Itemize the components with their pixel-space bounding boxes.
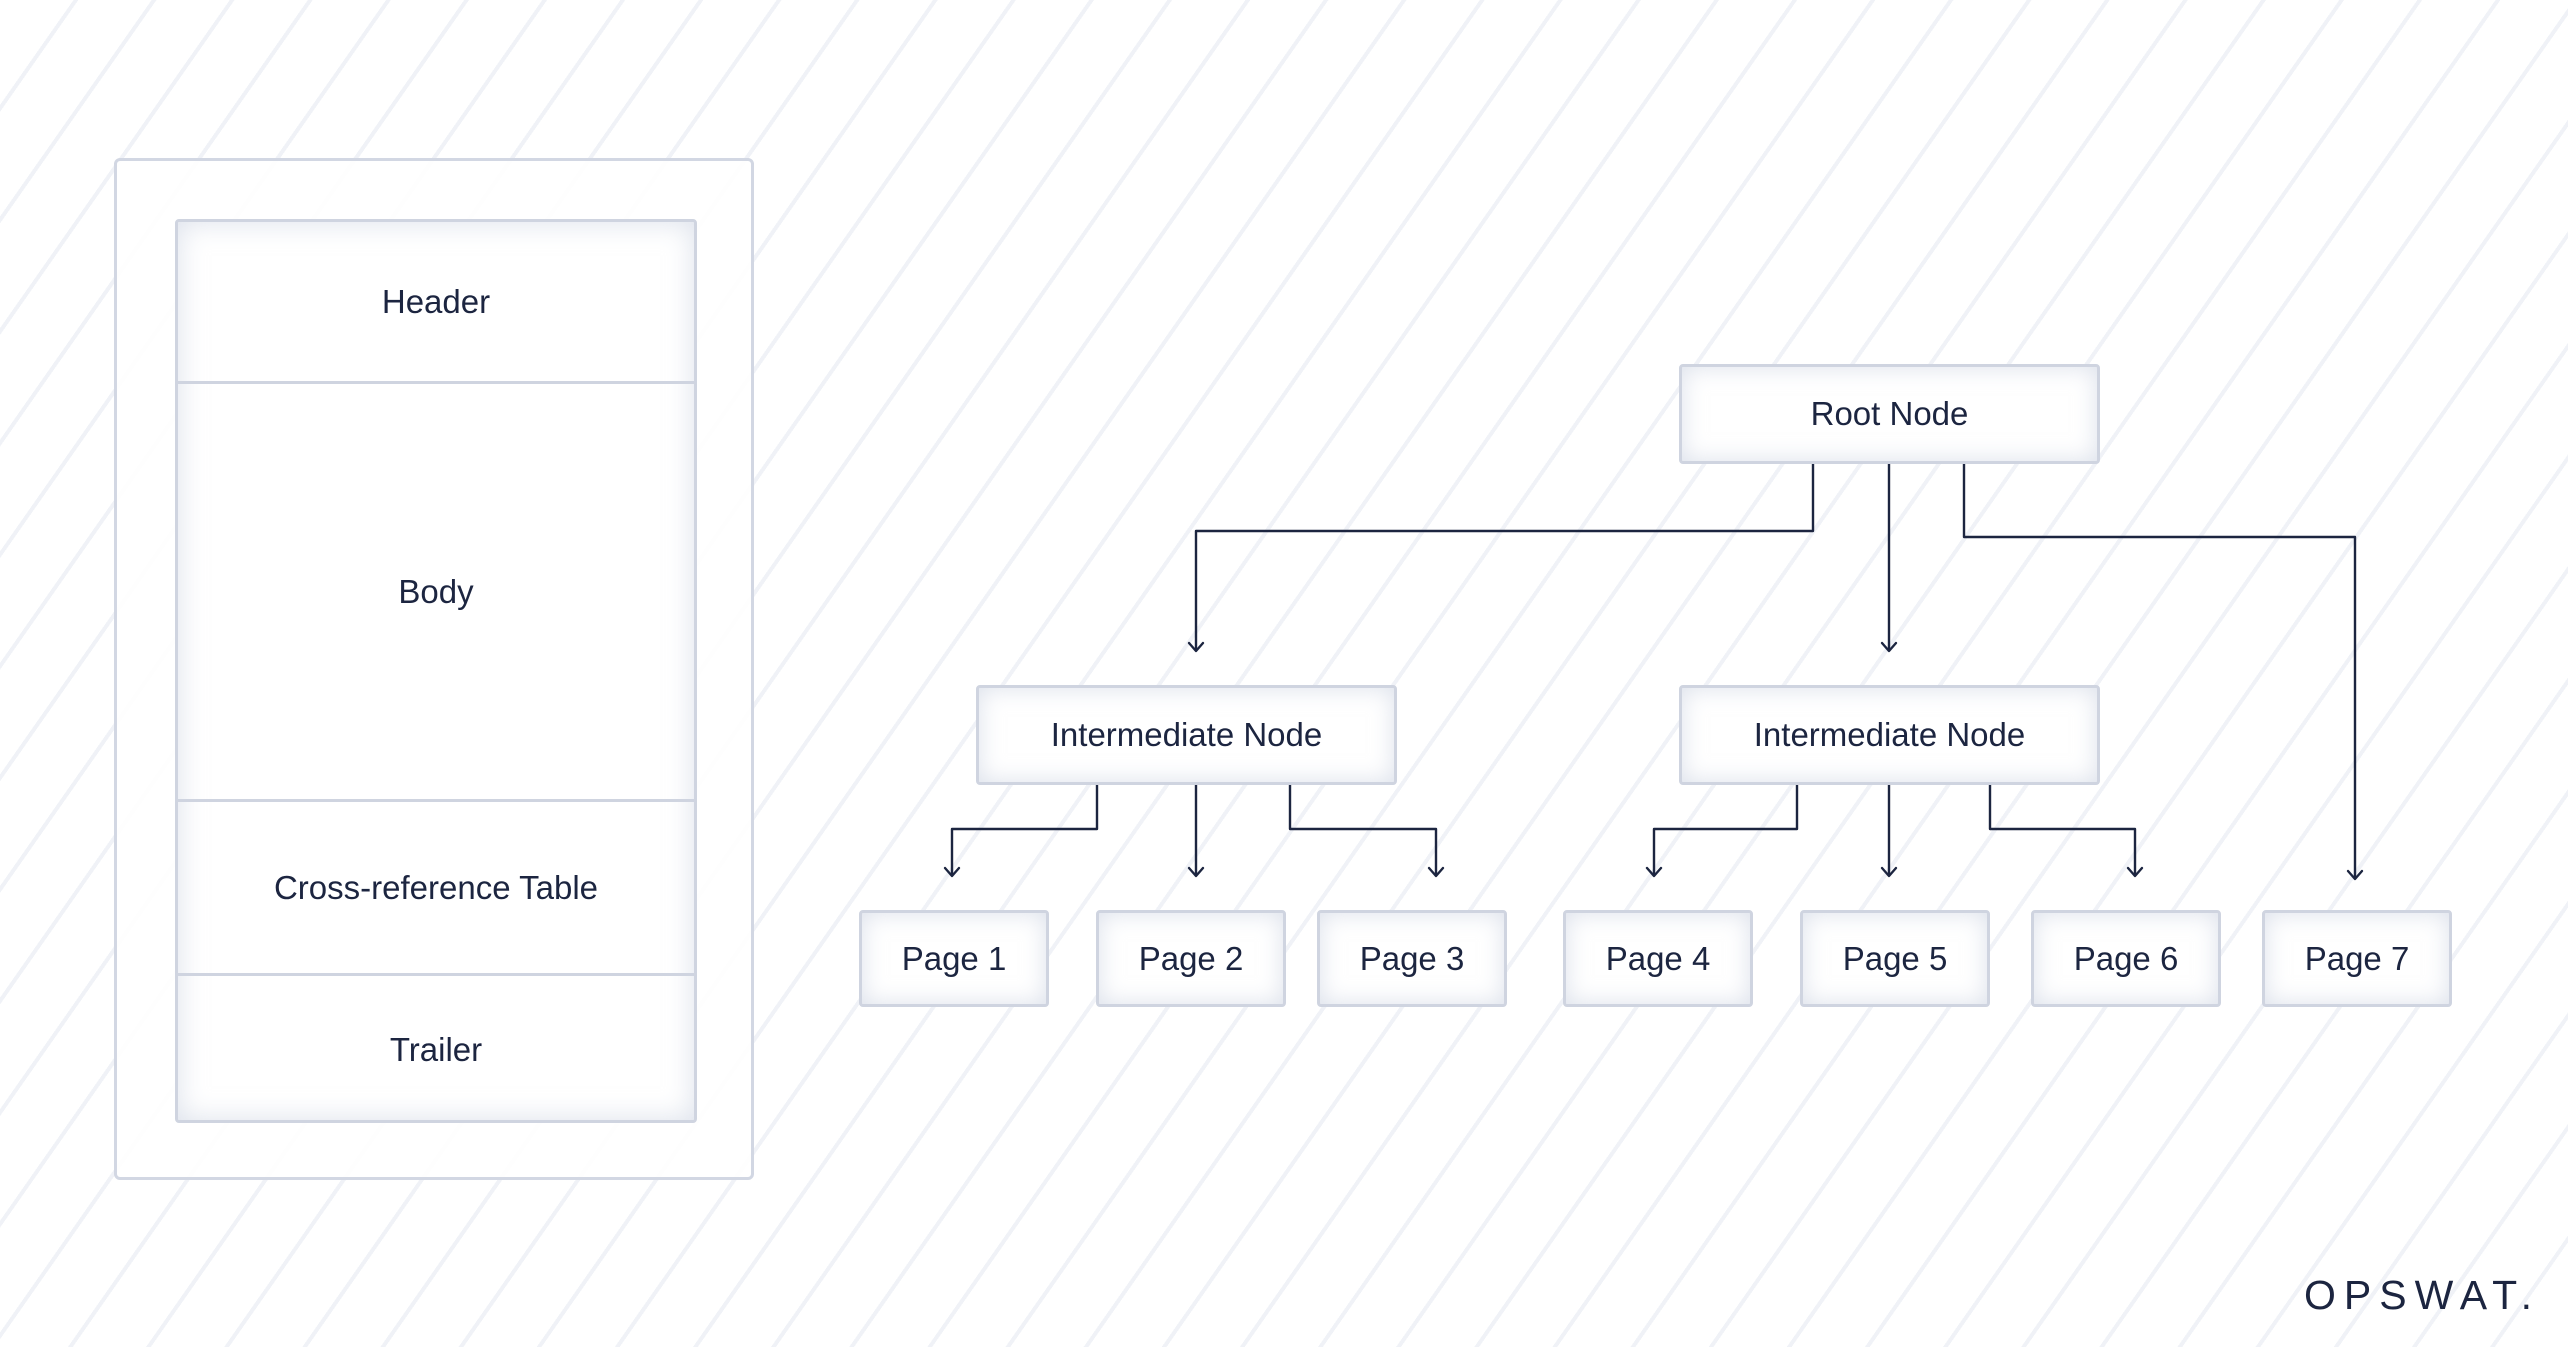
intermediate-node-1: Intermediate Node [976,685,1397,785]
page-node-5: Page 5 [1800,910,1990,1007]
connector-int1-to-page1 [943,785,1099,878]
connector-int2-to-page6 [1988,785,2144,878]
intermediate-node-2: Intermediate Node [1679,685,2100,785]
logo-text: OPSWAT. [2304,1271,2540,1318]
file-section-body: Body [178,384,694,802]
connector-int1-to-page3 [1288,785,1445,878]
connector-root-to-page7 [1962,464,2364,881]
page-node-4: Page 4 [1563,910,1753,1007]
page-node-2: Page 2 [1096,910,1286,1007]
connector-root-to-int1 [1187,464,1815,653]
file-section-trailer: Trailer [178,976,694,1120]
page-node-7: Page 7 [2262,910,2452,1007]
page-node-label: Page 6 [2073,939,2179,977]
intermediate-node-label: Intermediate Node [1753,716,2026,753]
page-node-label: Page 2 [1138,939,1244,977]
file-section-body-label: Body [398,572,474,610]
root-node: Root Node [1679,364,2100,464]
opswat-logo: OPSWAT. [2304,1270,2540,1320]
page-node-label: Page 1 [901,939,1007,977]
file-section-trailer-label: Trailer [389,1030,483,1068]
page-node-label: Page 3 [1359,939,1465,977]
file-section-header: Header [178,222,694,384]
file-section-xref-label: Cross-reference Table [273,868,599,906]
page-node-1: Page 1 [859,910,1049,1007]
page-node-label: Page 7 [2304,939,2410,977]
file-section-xref-table: Cross-reference Table [178,802,694,976]
intermediate-node-label: Intermediate Node [1050,716,1323,753]
page-node-label: Page 4 [1605,939,1711,977]
page-node-6: Page 6 [2031,910,2221,1007]
root-node-label: Root Node [1810,395,1969,432]
page-node-label: Page 5 [1842,939,1948,977]
file-section-header-label: Header [381,282,491,320]
file-structure-stack: Header Body Cross-reference Table Traile… [175,219,697,1123]
connector-int2-to-page4 [1645,785,1799,878]
page-node-3: Page 3 [1317,910,1507,1007]
